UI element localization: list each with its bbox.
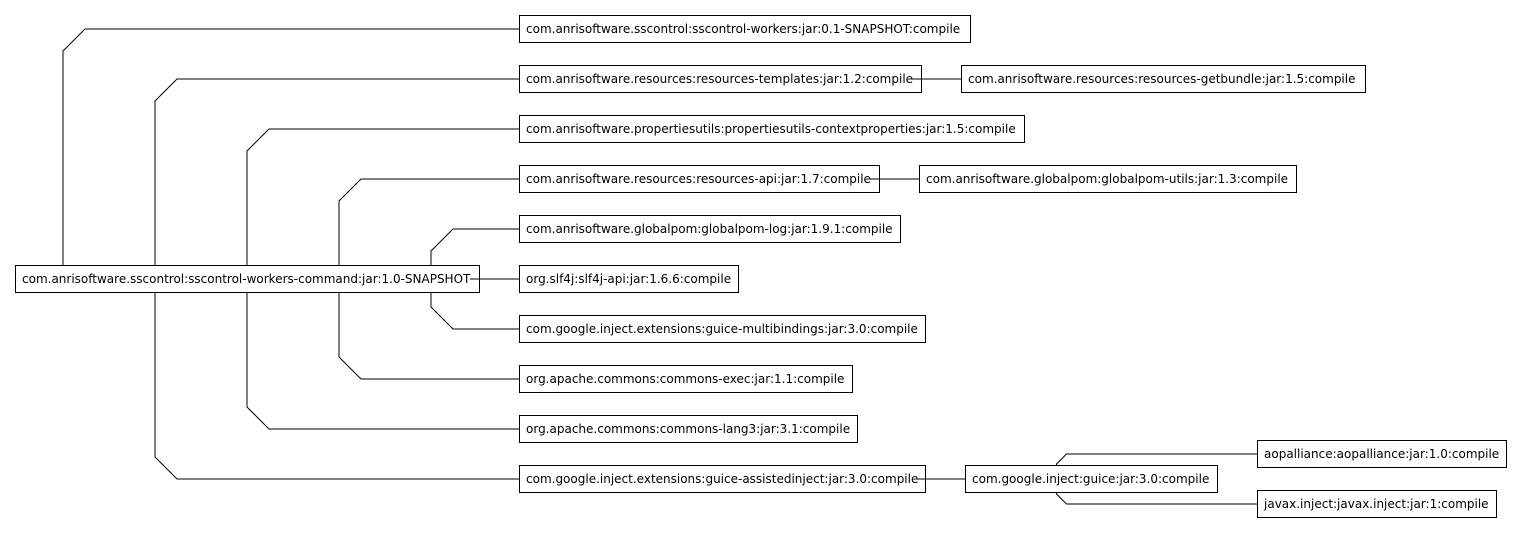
node-guice-assistedinject[interactable]: com.google.inject.extensions:guice-assis…	[519, 465, 926, 493]
node-commons-lang3[interactable]: org.apache.commons:commons-lang3:jar:3.1…	[519, 415, 858, 443]
node-globalpom-log[interactable]: com.anrisoftware.globalpom:globalpom-log…	[519, 215, 901, 243]
edge-root-n9	[246, 293, 519, 430]
node-resources-getbundle[interactable]: com.anrisoftware.resources:resources-get…	[961, 65, 1366, 93]
node-root[interactable]: com.anrisoftware.sscontrol:sscontrol-wor…	[15, 265, 480, 293]
node-javax-inject[interactable]: javax.inject:javax.inject:jar:1:compile	[1257, 490, 1497, 518]
node-sscontrol-workers[interactable]: com.anrisoftware.sscontrol:sscontrol-wor…	[519, 15, 971, 43]
node-guice-multibindings[interactable]: com.google.inject.extensions:guice-multi…	[519, 315, 926, 343]
node-resources-templates[interactable]: com.anrisoftware.resources:resources-tem…	[519, 65, 922, 93]
node-resources-api[interactable]: com.anrisoftware.resources:resources-api…	[519, 165, 880, 193]
node-aopalliance[interactable]: aopalliance:aopalliance:jar:1.0:compile	[1257, 440, 1507, 468]
edge-n10a-n10a1	[1056, 453, 1257, 465]
node-slf4j-api[interactable]: org.slf4j:slf4j-api:jar:1.6.6:compile	[519, 265, 739, 293]
edge-root-n3	[246, 128, 519, 265]
node-guice[interactable]: com.google.inject:guice:jar:3.0:compile	[965, 465, 1218, 493]
node-propertiesutils-contextproperties[interactable]: com.anrisoftware.propertiesutils:propert…	[519, 115, 1025, 143]
node-globalpom-utils[interactable]: com.anrisoftware.globalpom:globalpom-uti…	[919, 165, 1297, 193]
node-commons-exec[interactable]: org.apache.commons:commons-exec:jar:1.1:…	[519, 365, 853, 393]
edge-root-n2	[154, 78, 519, 265]
edge-root-n1	[62, 28, 519, 265]
edge-root-n4	[338, 178, 519, 265]
edge-root-n10	[154, 293, 519, 480]
edge-root-n7	[430, 293, 519, 330]
edge-root-n5	[430, 228, 519, 265]
edge-n10a-n10a2	[1056, 493, 1257, 505]
edge-root-n8	[338, 293, 519, 380]
